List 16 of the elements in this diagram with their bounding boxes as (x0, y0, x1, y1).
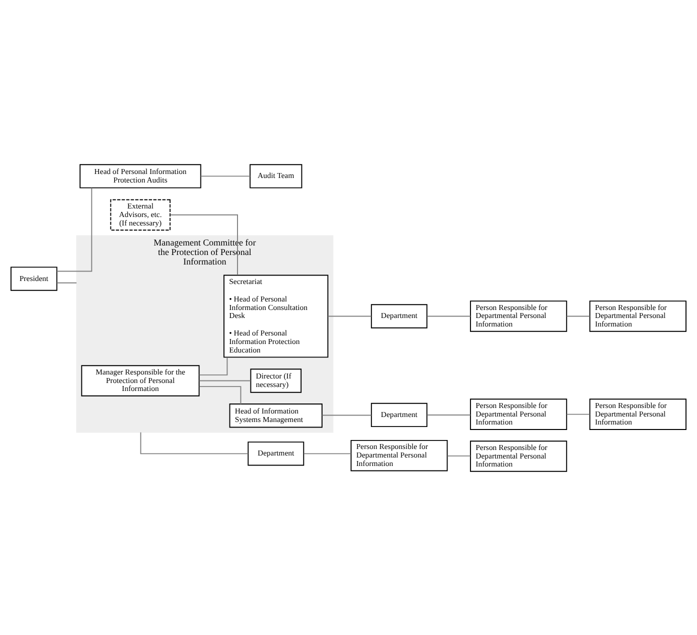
connector (446, 454, 471, 456)
connector (56, 186, 92, 272)
connector (303, 452, 352, 454)
connector (198, 380, 252, 381)
connector (426, 315, 471, 316)
connector (198, 356, 228, 375)
connector (140, 431, 249, 454)
connector (566, 413, 590, 414)
connector (328, 315, 372, 316)
connector (198, 386, 242, 404)
connector (322, 414, 372, 416)
connector (200, 175, 251, 176)
connector (566, 315, 590, 316)
connector (56, 282, 77, 283)
connector (426, 414, 471, 415)
connector (170, 214, 238, 275)
